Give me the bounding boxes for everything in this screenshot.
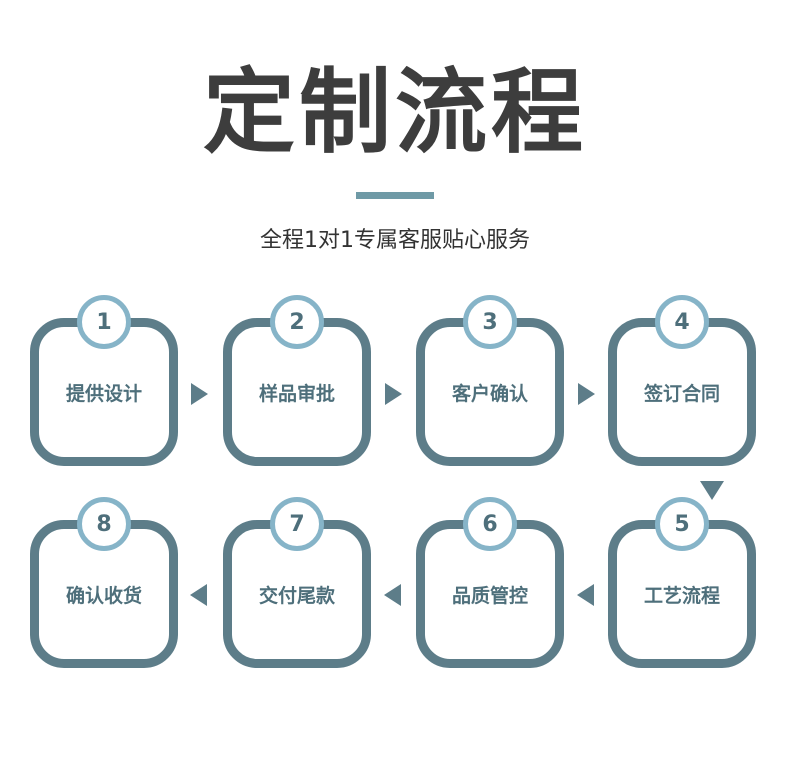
step-2-label: 样品审批 (258, 382, 335, 405)
step-5-number-badge: 5 (655, 497, 709, 551)
step-8-box: 8 确认收货 (30, 497, 178, 668)
step-3-label: 客户确认 (451, 382, 528, 405)
step-2-box: 2 样品审批 (223, 295, 371, 466)
arrow-left-icon (577, 584, 594, 606)
step-3-box: 3 客户确认 (416, 295, 564, 466)
step-7-box: 7 交付尾款 (223, 497, 371, 668)
step-2-number-badge: 2 (270, 295, 324, 349)
step-6-box: 6 品质管控 (416, 497, 564, 668)
step-6-number-badge: 6 (463, 497, 517, 551)
arrow-left-icon (384, 584, 401, 606)
arrow-right-icon (385, 383, 402, 405)
step-6-label: 品质管控 (451, 584, 528, 607)
page-subtitle: 全程1对1专属客服贴心服务 (260, 228, 530, 253)
page-title: 定制流程 (202, 59, 587, 166)
arrow-right-icon (578, 383, 595, 405)
arrow-down-icon (700, 481, 724, 500)
step-3-number-badge: 3 (463, 295, 517, 349)
arrow-right-icon (191, 383, 208, 405)
step-1-box: 1 提供设计 (30, 295, 178, 466)
title-underline (356, 192, 434, 199)
step-5-label: 工艺流程 (643, 584, 720, 607)
step-4-number-badge: 4 (655, 295, 709, 349)
step-8-label: 确认收货 (65, 584, 142, 607)
step-4-box: 4 签订合同 (608, 295, 756, 466)
step-1-number-badge: 1 (77, 295, 131, 349)
step-1-label: 提供设计 (65, 382, 142, 405)
arrow-left-icon (190, 584, 207, 606)
step-4-label: 签订合同 (643, 382, 720, 405)
step-8-number-badge: 8 (77, 497, 131, 551)
step-5-box: 5 工艺流程 (608, 497, 756, 668)
step-7-label: 交付尾款 (258, 584, 335, 607)
step-7-number-badge: 7 (270, 497, 324, 551)
